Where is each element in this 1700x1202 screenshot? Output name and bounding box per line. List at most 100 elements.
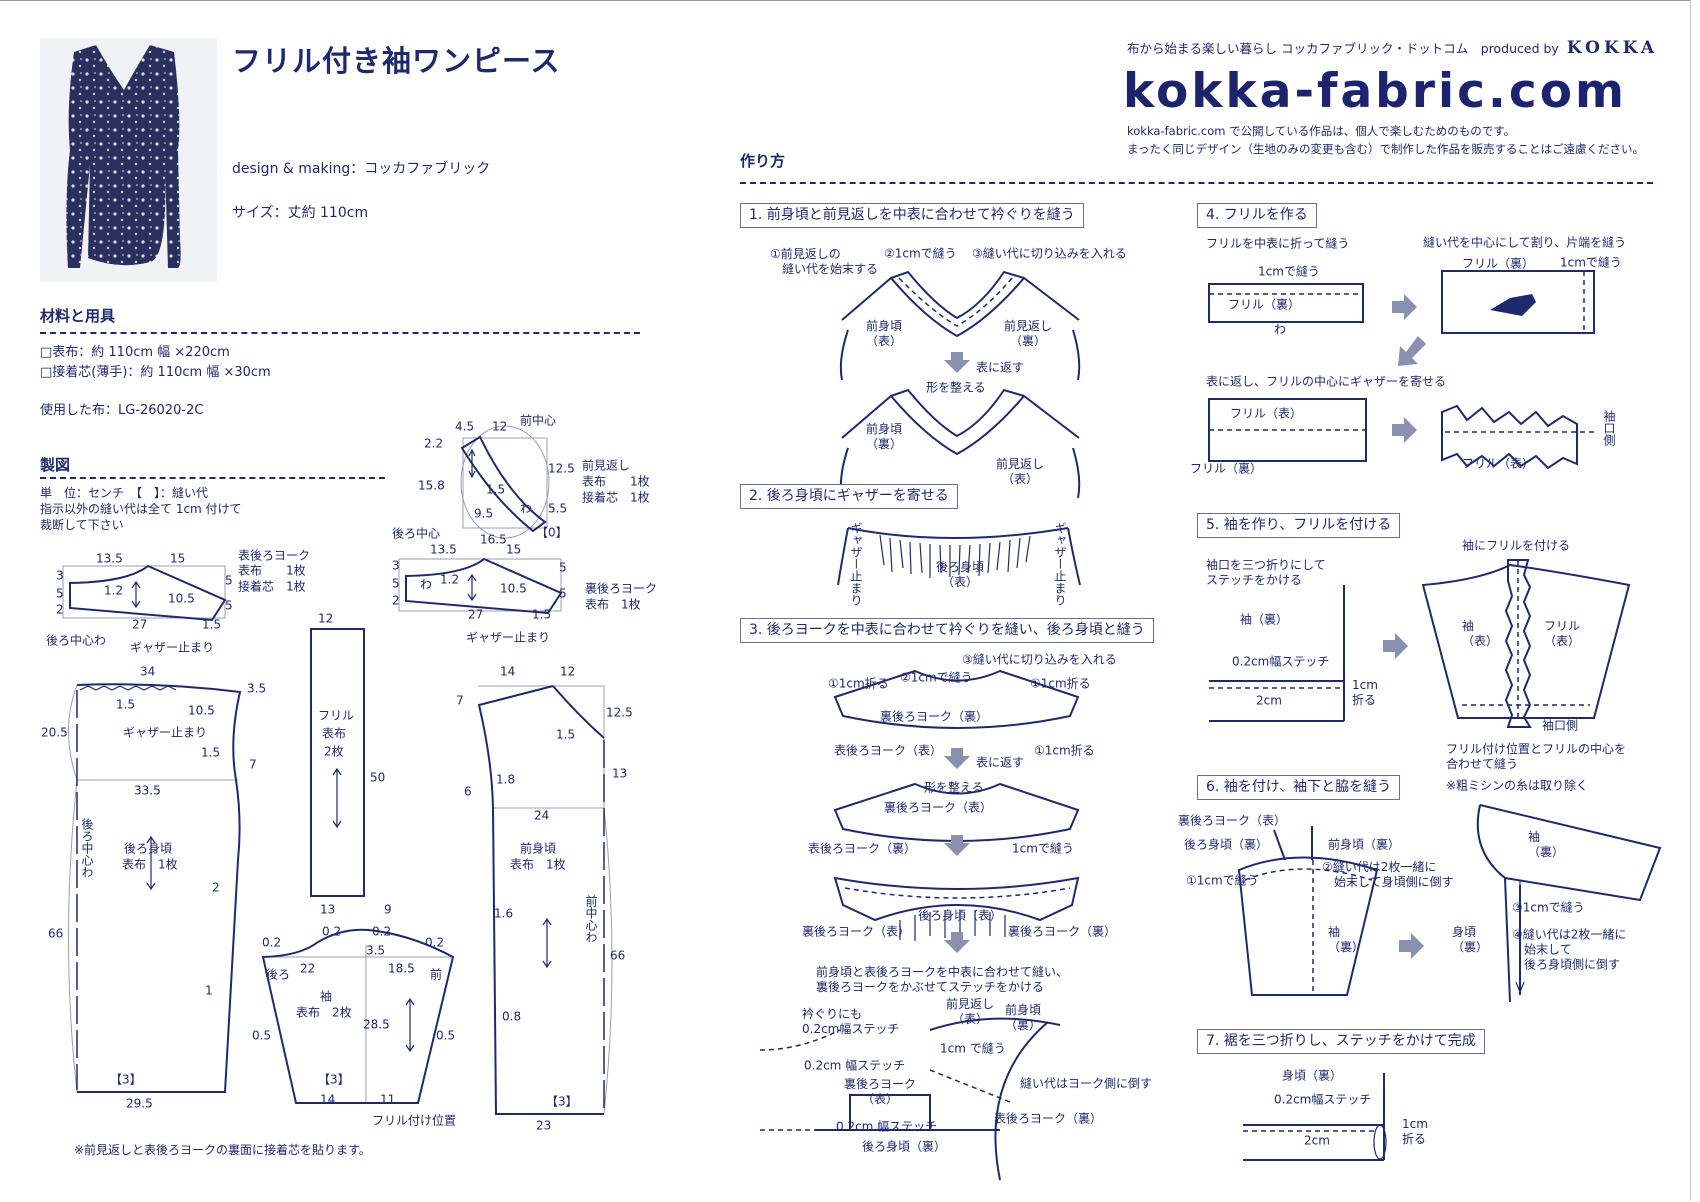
step-4-labels-label: フリル （表） (1544, 619, 1581, 648)
site-logo[interactable]: kokka-fabric.com (1123, 64, 1627, 119)
step-4-labels-label: ※粗ミシンの糸は取り除く (1446, 778, 1589, 793)
pattern-heading: 製図 (40, 456, 71, 474)
pattern-front_bodice-label: 14 (500, 664, 516, 679)
materials-heading: 材料と用具 (40, 307, 116, 325)
step-4-labels-label: 2cm (1256, 693, 1282, 708)
tagline-row: 布から始まる楽しい暮らし コッカファブリック・ドットコム produced by… (1127, 38, 1658, 58)
pattern-front_bodice-label: 1.5 (556, 727, 576, 742)
step-3-labels-label: 1cmで縫う (1258, 264, 1320, 279)
step-5-labels-label: 袖 （裏） (1328, 925, 1365, 954)
pattern-sleeve-label: 0.2 (322, 924, 342, 939)
disclaimer-2: まったく同じデザイン（生地のみの変更も含む）で制作した作品を販売することはご遠慮… (1127, 142, 1645, 156)
step-2-labels-label: 裏後ろヨーク （表） (844, 1077, 917, 1106)
page-title: フリル付き袖ワンピース (232, 44, 561, 78)
step-4-labels-label: 袖口側 (1542, 718, 1579, 733)
pattern-front_bodice-label: 6 (464, 784, 472, 799)
pattern-sleeve-label: 18.5 (388, 961, 415, 976)
pattern-outer_yoke-label: 5 (56, 586, 64, 601)
pattern-sleeve-label: 14 (320, 1092, 336, 1107)
step7-illustration (1243, 1073, 1387, 1161)
step-6-labels-label: 1cm 折る (1402, 1117, 1428, 1146)
step-4-labels-label: フリル付け位置とフリルの中心を 合わせて縫う (1446, 742, 1627, 771)
arrow-down-icon (944, 932, 970, 953)
arrow-diagonal-icon (1398, 336, 1426, 366)
step2-illustration (837, 527, 1081, 586)
pattern-front_bodice-label: 表布 1枚 (510, 857, 566, 872)
pattern-front_bodice-label: 1.6 (494, 906, 514, 921)
step-2-labels-label: 裏後ろヨーク（裏） (880, 709, 989, 724)
step-1-labels-label: ギャザー止まり (849, 522, 863, 606)
pattern-inner_yoke-label: 1.5 (532, 607, 552, 622)
pattern-inner_yoke-label: ギャザー止まり (466, 630, 551, 645)
pattern-outer_yoke-label: 5 (225, 598, 233, 613)
step-2-labels-label: 後ろ身頃（裏） (862, 1139, 947, 1154)
pattern-outer_yoke-label: 接着芯 1枚 (238, 579, 306, 594)
step-5-labels-label: 裏後ろヨーク（表） (1178, 813, 1287, 828)
step-5-labels-label: ④縫い代は2枚一緒に 始末して 後ろ身頃側に倒す (1512, 927, 1627, 972)
pattern-note: 単 位：センチ 【 】：縫い代 (40, 486, 209, 500)
pattern-sleeve-label: 表布 2枚 (296, 1005, 352, 1020)
pattern-inner_yoke-label: 5 (559, 560, 567, 575)
pattern-front_bodice-label: 0.8 (502, 1009, 522, 1024)
pattern-front_facing-label: 接着芯 1枚 (582, 490, 650, 505)
pattern-front_facing-label: 表布 1枚 (582, 474, 650, 489)
pattern-back_bodice-label: 1 (205, 983, 213, 998)
step-6-labels-label: 0.2cm幅ステッチ (1274, 1092, 1372, 1107)
pattern-front_facing-label: 15.8 (418, 478, 445, 493)
pattern-sleeve-label: 28.5 (363, 1017, 390, 1032)
step-3-labels-label: フリルを中表に折って縫う (1206, 236, 1350, 251)
step-2-labels-label: 裏後ろヨーク（表） (802, 924, 911, 939)
pattern-inner_yoke-label: 2 (392, 593, 400, 608)
pattern-outer_yoke-label: 3 (56, 568, 64, 583)
pattern-front_facing-label: 1.5 (486, 482, 506, 497)
pattern-footnote: ※前見返しと表後ろヨークの裏面に接着芯を貼ります。 (74, 1143, 371, 1157)
pattern-back_bodice-label: 34 (140, 664, 156, 679)
dress-photo (40, 38, 217, 282)
inner-yoke-pattern (398, 557, 563, 615)
step-4-labels-label: 1cm 折る (1352, 678, 1378, 707)
pattern-back_bodice-label: 33.5 (134, 783, 161, 798)
pattern-back_bodice-label: ギャザー止まり (123, 725, 208, 740)
pattern-back_bodice-label: 1.5 (201, 745, 221, 760)
pattern-sleeve-label: 後ろ (266, 967, 291, 982)
step-5-labels-label: 後ろ身頃（裏） (1184, 837, 1269, 852)
pattern-sleeve-label: 9 (384, 902, 392, 917)
pattern-sleeve-label: 袖 (320, 989, 333, 1004)
pattern-front_facing-label: 9.5 (474, 506, 494, 521)
pattern-outer_yoke-label: 10.5 (168, 591, 195, 606)
step5-illustration (1209, 559, 1631, 728)
step-2-labels-label: 衿ぐりにも 0.2cm幅ステッチ (802, 1007, 900, 1036)
arrow-right-icon (1399, 933, 1424, 959)
step-2-labels-label: 前見返し （表） (946, 997, 995, 1026)
step-5-labels-label: ①1cmで縫う (1186, 873, 1259, 888)
pattern-front_bodice-label: 12.5 (606, 705, 633, 720)
pattern-outer_yoke-label: 1.5 (202, 617, 222, 632)
arrow-down-icon (944, 352, 970, 373)
step6-illustration (1237, 804, 1662, 1003)
step-0-labels-label: ②1cmで縫う (884, 246, 957, 261)
step-6-labels-label: 身頃（裏） (1282, 1068, 1343, 1083)
pattern-front_bodice-label: 前身頃 (520, 841, 557, 856)
sleeve-pattern (261, 928, 455, 1104)
pattern-front_facing-label: わ (520, 501, 533, 516)
pattern-outer_yoke-label: 15 (170, 551, 186, 566)
pattern-front_facing-label: 12.5 (548, 461, 575, 476)
pattern-inner_yoke-label: 13.5 (430, 542, 457, 557)
pattern-sleeve-label: 【3】 (318, 1072, 350, 1087)
step-2-labels-label: ①1cm折る (1034, 743, 1095, 758)
step-4-title: 4. フリルを作る (1197, 203, 1317, 228)
arrow-down-icon (944, 835, 970, 856)
step-4-labels-label: 袖 （表） (1462, 619, 1499, 648)
step-5-labels-label: 前身頃（裏） (1328, 837, 1401, 852)
pattern-front_bodice-label: 12 (560, 664, 576, 679)
pattern-outer_yoke-label: 13.5 (96, 551, 123, 566)
brand-kokka: KOKKA (1566, 38, 1659, 58)
step-1-title: 1. 前身頃と前見返しを中表に合わせて衿ぐりを縫う (740, 203, 1084, 228)
fabric-used: 使用した布：LG-26020-2C (40, 403, 204, 418)
pattern-front_bodice-label: 24 (534, 808, 550, 823)
pattern-outer_yoke-label: 表後ろヨーク (238, 548, 311, 563)
step-0-labels-label: 前身頃 （表） (866, 319, 903, 348)
step-2-labels-label: 0.2cm 幅ステッチ (804, 1058, 906, 1073)
step-0-labels-label: 前見返し （表） (996, 457, 1045, 486)
